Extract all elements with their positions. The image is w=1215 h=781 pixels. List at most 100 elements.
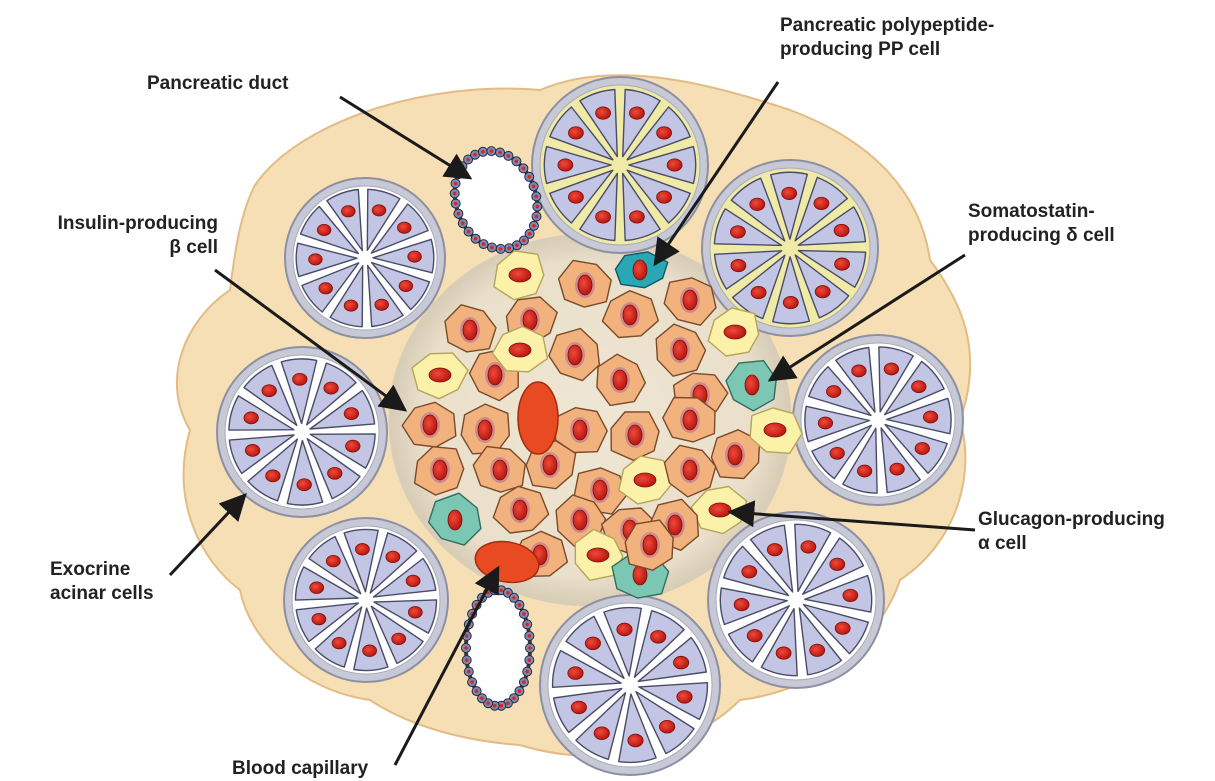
- acinar-nucleus: [312, 613, 326, 624]
- acinar-nucleus: [408, 251, 422, 262]
- pp-nucleus: [633, 260, 647, 280]
- delta-cell-text-line1: Somatostatin-: [968, 200, 1115, 224]
- delta-cell-text-line2: producing δ cell: [968, 224, 1115, 248]
- acinar-nucleus: [245, 444, 259, 456]
- label-beta-cell: Insulin-producing β cell: [8, 212, 218, 260]
- acinar-nucleus: [568, 191, 583, 203]
- acinar-nucleus: [677, 691, 692, 704]
- acinar-nucleus: [843, 589, 858, 601]
- acinar-nucleus: [596, 211, 611, 223]
- acinus: [540, 595, 720, 775]
- acinar-nucleus: [834, 224, 849, 236]
- beta-nucleus: [573, 420, 587, 440]
- acinar-nucleus: [355, 544, 369, 555]
- capillary-lumen: [518, 382, 558, 454]
- acinar-nucleus: [398, 222, 412, 233]
- acinar-nucleus: [657, 191, 672, 203]
- acinus: [217, 347, 387, 517]
- alpha-nucleus: [709, 503, 731, 517]
- beta-nucleus: [728, 445, 742, 465]
- beta-nucleus: [573, 510, 587, 530]
- acinar-nucleus: [585, 637, 600, 650]
- acinar-nucleus: [375, 299, 389, 310]
- label-alpha-cell: Glucagon-producing α cell: [978, 508, 1165, 556]
- acinar-nucleus: [344, 300, 358, 311]
- acinar-nucleus: [734, 598, 749, 610]
- pancreatic-duct-text: Pancreatic duct: [147, 72, 289, 96]
- acinar-nucleus: [617, 623, 632, 636]
- acinar-nucleus: [730, 226, 745, 238]
- delta-nucleus: [745, 375, 759, 395]
- acinar-nucleus: [629, 211, 644, 223]
- acinar-nucleus: [657, 127, 672, 139]
- alpha-nucleus: [587, 548, 609, 562]
- beta-nucleus: [593, 480, 607, 500]
- pp-cell-text-line1: Pancreatic polypeptide-: [780, 14, 994, 38]
- acinar-nucleus: [852, 365, 866, 377]
- acinar-nucleus: [594, 727, 609, 740]
- acinar-nucleus: [783, 296, 798, 308]
- beta-nucleus: [673, 340, 687, 360]
- acinar-text-line1: Exocrine: [50, 558, 154, 582]
- label-blood-capillary: Blood capillary: [232, 757, 368, 781]
- acinar-nucleus: [742, 566, 757, 578]
- acinar-nucleus: [328, 467, 342, 479]
- beta-nucleus: [493, 460, 507, 480]
- acinar-nucleus: [776, 647, 791, 659]
- acinar-nucleus: [244, 412, 258, 424]
- acinar-nucleus: [835, 622, 850, 634]
- acinar-nucleus: [332, 637, 346, 648]
- beta-nucleus: [683, 410, 697, 430]
- alpha-nucleus: [634, 473, 656, 487]
- beta-nucleus: [683, 290, 697, 310]
- acinar-nucleus: [912, 381, 926, 393]
- alpha-nucleus: [724, 325, 746, 339]
- acinar-nucleus: [317, 224, 331, 235]
- acinar-nucleus: [399, 280, 413, 291]
- alpha-nucleus: [509, 268, 531, 282]
- acinar-nucleus: [293, 373, 307, 385]
- beta-nucleus: [513, 500, 527, 520]
- acinar-nucleus: [568, 127, 583, 139]
- beta-cell-text-line2: β cell: [8, 236, 218, 260]
- blood-capillary-text: Blood capillary: [232, 757, 368, 781]
- acinar-nucleus: [782, 187, 797, 199]
- acinar-nucleus: [571, 701, 586, 714]
- acinar-nucleus: [801, 541, 816, 553]
- acinar-nucleus: [326, 555, 340, 566]
- acinar-nucleus: [915, 443, 929, 455]
- acinus: [285, 178, 445, 338]
- alpha-cell-text-line2: α cell: [978, 532, 1165, 556]
- alpha-nucleus: [764, 423, 786, 437]
- label-pp-cell: Pancreatic polypeptide- producing PP cel…: [780, 14, 994, 62]
- beta-nucleus: [488, 365, 502, 385]
- beta-nucleus: [623, 305, 637, 325]
- delta-nucleus: [448, 510, 462, 530]
- acinar-nucleus: [342, 206, 356, 217]
- acinar-nucleus: [673, 656, 688, 669]
- acinar-nucleus: [262, 385, 276, 397]
- acinar-nucleus: [767, 544, 782, 556]
- acinar-nucleus: [810, 644, 825, 656]
- beta-nucleus: [478, 420, 492, 440]
- label-delta-cell: Somatostatin- producing δ cell: [968, 200, 1115, 248]
- acinus: [708, 512, 884, 688]
- beta-cell-text-line1: Insulin-producing: [8, 212, 218, 236]
- acinar-nucleus: [628, 734, 643, 747]
- label-acinar-cells: Exocrine acinar cells: [50, 558, 154, 606]
- acinus: [793, 335, 963, 505]
- acinar-nucleus: [266, 470, 280, 482]
- acinar-nucleus: [310, 582, 324, 593]
- acinar-nucleus: [667, 159, 682, 171]
- acinar-nucleus: [568, 667, 583, 680]
- acinar-nucleus: [319, 283, 333, 294]
- beta-nucleus: [423, 415, 437, 435]
- pp-cell-text-line2: producing PP cell: [780, 38, 994, 62]
- acinar-nucleus: [815, 286, 830, 298]
- acinar-nucleus: [346, 440, 360, 452]
- acinar-nucleus: [818, 417, 832, 429]
- acinar-nucleus: [629, 107, 644, 119]
- acinar-nucleus: [884, 363, 898, 375]
